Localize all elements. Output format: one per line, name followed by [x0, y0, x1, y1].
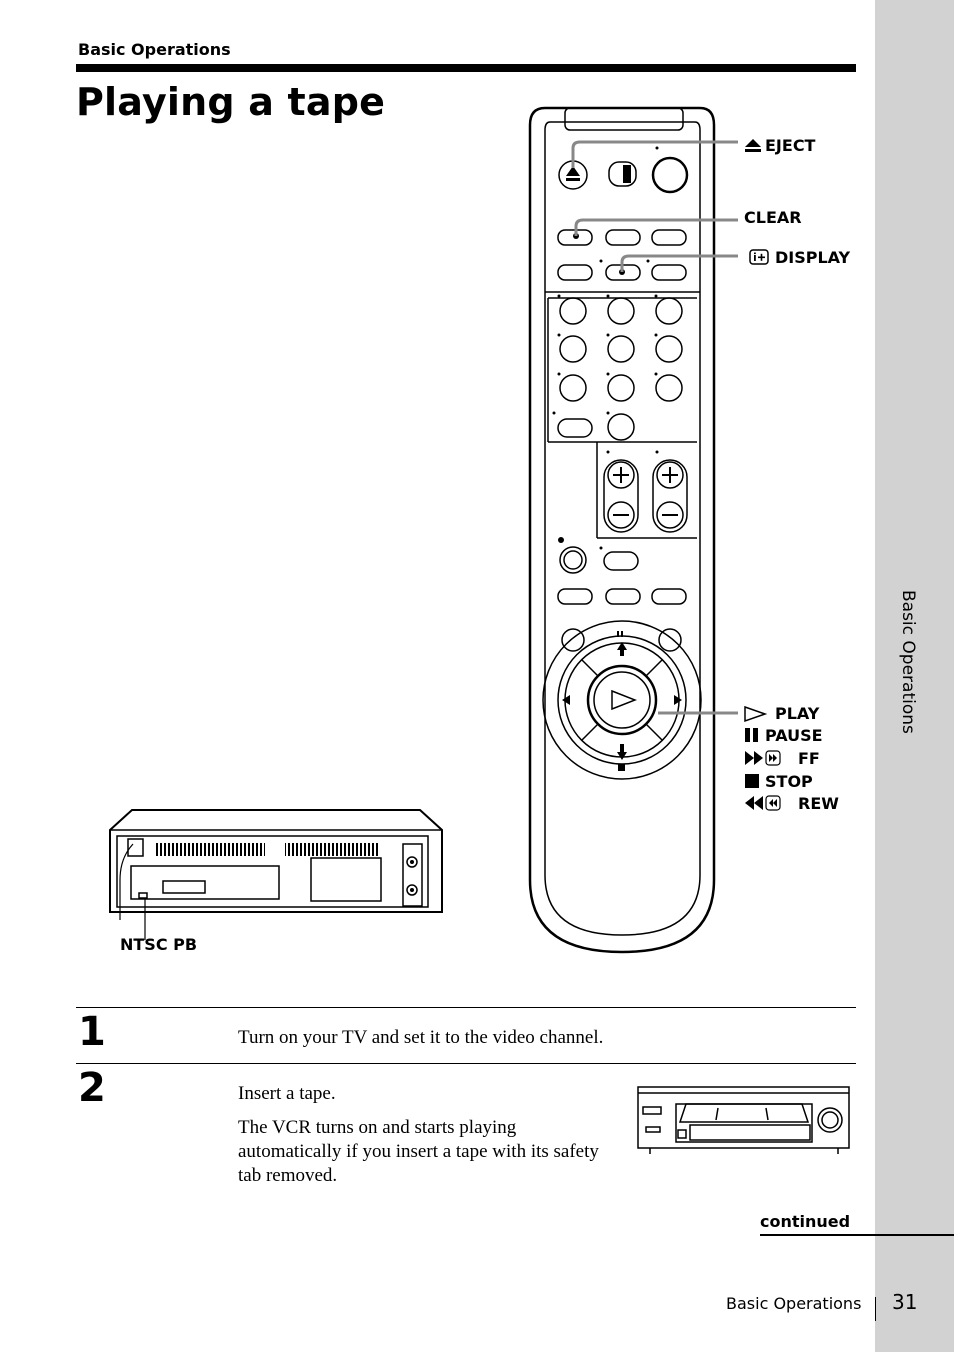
header-rule [76, 64, 856, 72]
rew-callout: REW [798, 794, 839, 813]
rew-icon [745, 795, 781, 811]
page-title: Playing a tape [76, 80, 386, 124]
pause-callout: PAUSE [765, 726, 823, 745]
continued-label: continued [760, 1212, 851, 1231]
side-tab [875, 0, 954, 1352]
stop-callout: STOP [765, 772, 813, 791]
stop-icon [745, 774, 759, 788]
eject-callout: EJECT [765, 136, 816, 155]
step-1-rule [76, 1007, 856, 1008]
vcr-front-illustration [637, 1086, 850, 1154]
step-2-text-1: Insert a tape. [238, 1083, 336, 1104]
side-tab-text: Basic Operations [898, 590, 918, 734]
section-header: Basic Operations [78, 40, 231, 59]
remote-control-illustration [528, 106, 738, 954]
step-2-text-2: The VCR turns on and starts playing auto… [238, 1117, 599, 1186]
footer-divider [875, 1297, 876, 1321]
transport-icons [744, 705, 781, 811]
ff-icon [745, 750, 781, 766]
page-number: 31 [892, 1290, 918, 1314]
ntsc-pb-label: NTSC PB [120, 935, 198, 954]
step-1-number: 1 [78, 1009, 106, 1055]
clear-callout: CLEAR [744, 208, 802, 227]
display-callout: DISPLAY [775, 248, 851, 267]
vcr-rear-illustration [109, 809, 443, 940]
continued-rule [760, 1234, 954, 1236]
side-tab-label: Basic Operations [875, 590, 954, 770]
play-callout: PLAY [775, 704, 820, 723]
play-icon [744, 705, 768, 723]
pause-icon [745, 728, 758, 742]
step-1-text: Turn on your TV and set it to the video … [238, 1027, 604, 1048]
step-2-number: 2 [78, 1065, 106, 1111]
ff-callout: FF [798, 749, 820, 768]
display-icon [749, 249, 769, 265]
eject-icon [745, 139, 761, 152]
footer-section: Basic Operations [726, 1294, 862, 1313]
step-2-rule [76, 1063, 856, 1064]
